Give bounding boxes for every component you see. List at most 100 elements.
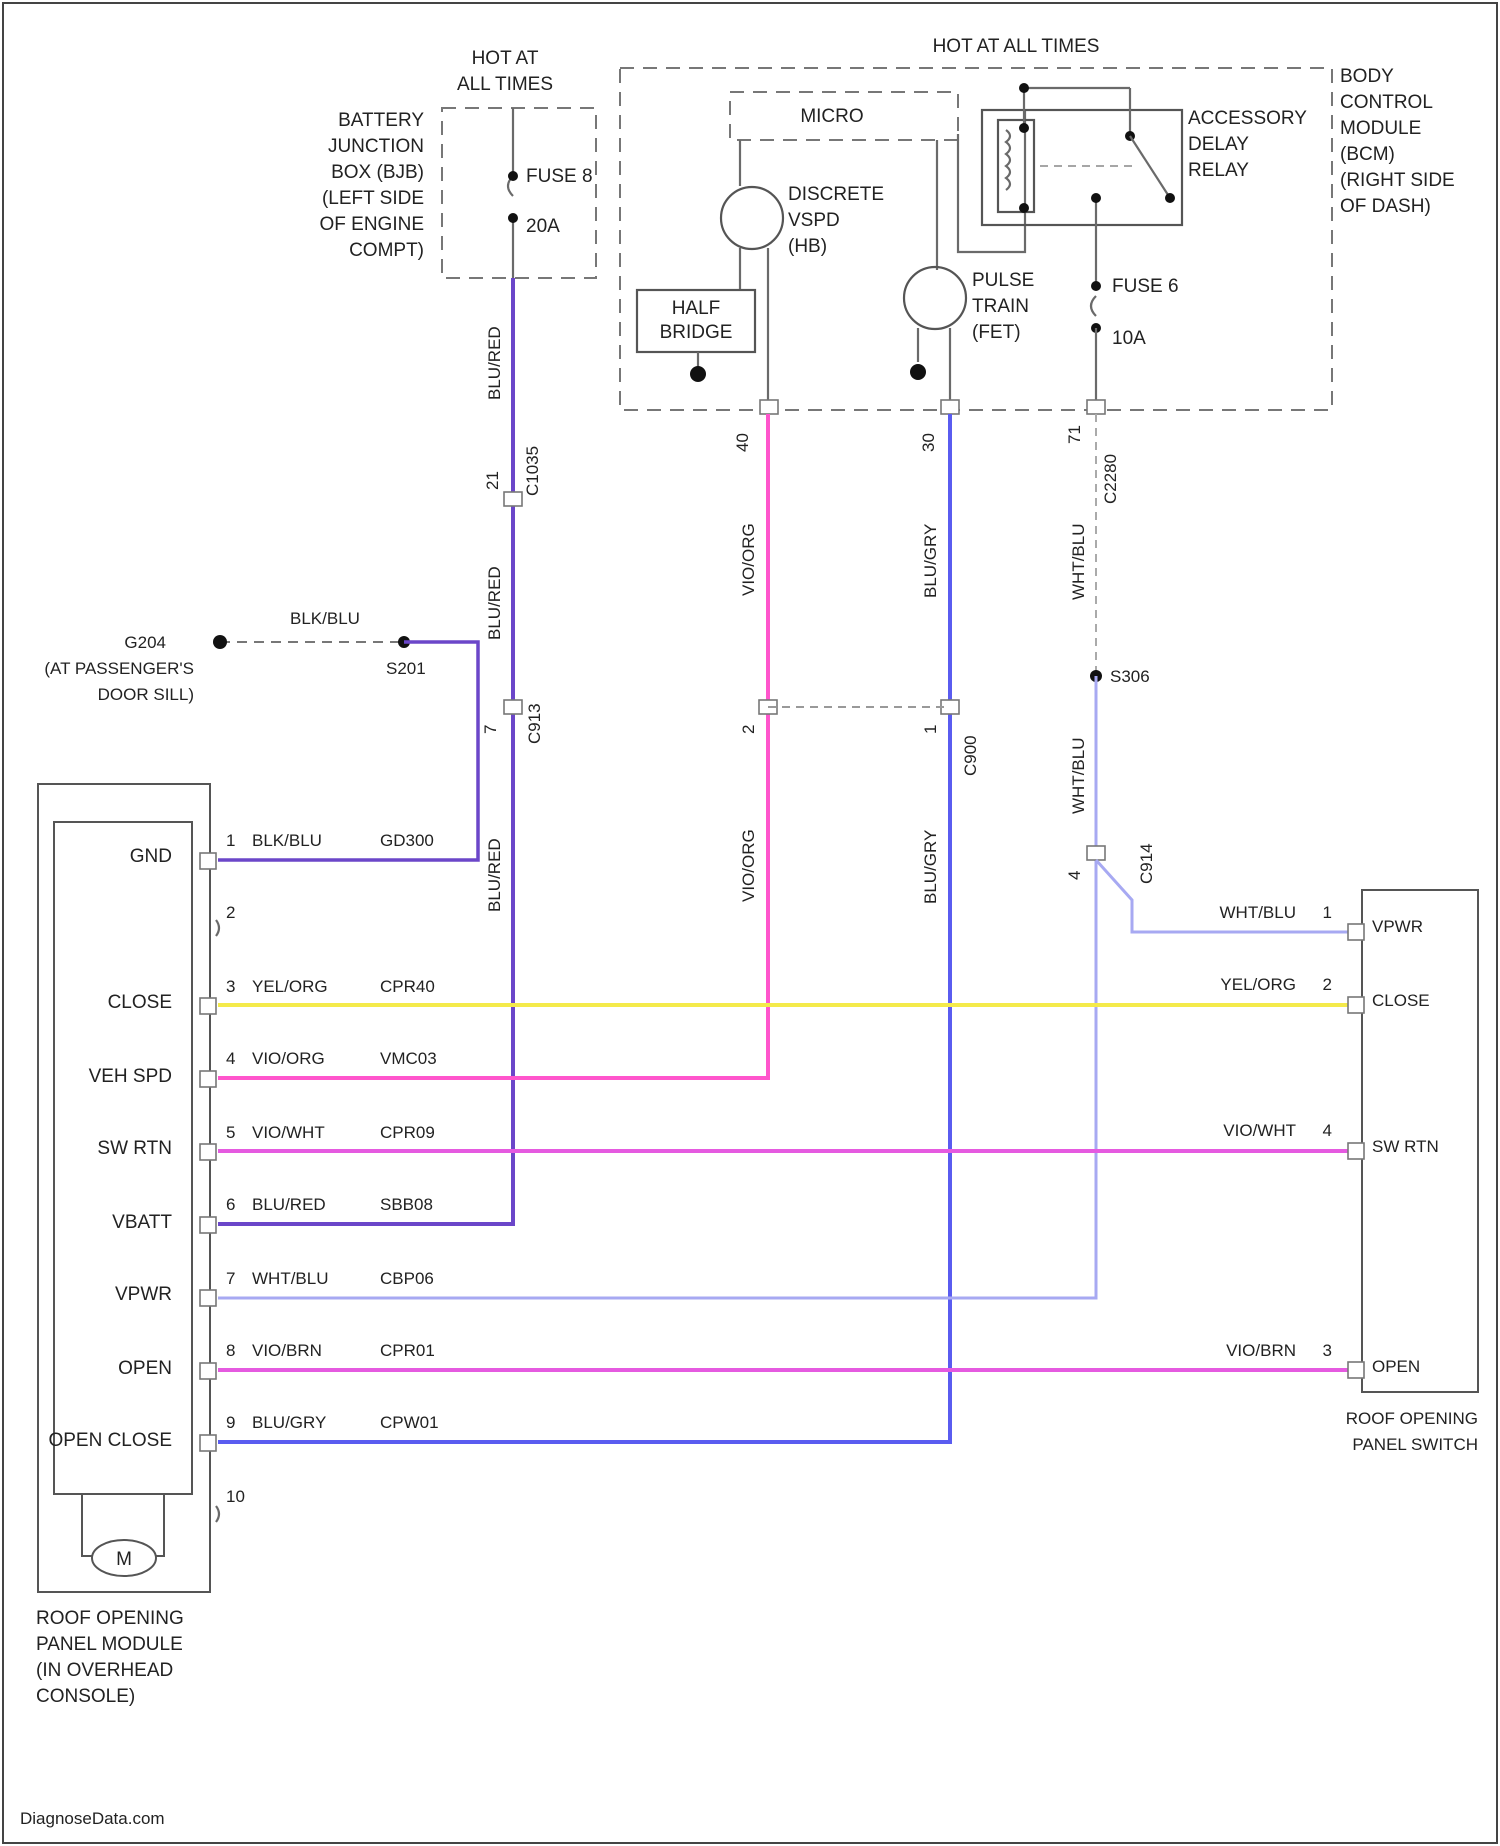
discrete-vspd-transistor-icon xyxy=(721,187,783,249)
switch-pin-sw-rtn: SW RTN xyxy=(1372,1137,1439,1156)
switch-pin-wire: YEL/ORG xyxy=(1220,975,1296,994)
pin-name-vbatt: VBATT xyxy=(112,1212,172,1233)
switch-pin-wire: WHT/BLU xyxy=(1220,903,1297,922)
pin-wire: WHT/BLU xyxy=(252,1269,329,1288)
pin-circuit: SBB08 xyxy=(380,1195,433,1214)
pin-2-label: 2 xyxy=(739,725,758,734)
relay-coil-icon xyxy=(998,120,1034,212)
pin-num: 2 xyxy=(226,903,235,922)
wire-label-wht-blu: WHT/BLU xyxy=(1069,738,1088,815)
ground-icon xyxy=(690,366,706,382)
ground-g204-label: G204 xyxy=(124,633,166,652)
connector-c914: C914 xyxy=(1137,843,1156,884)
discrete-label-line: (HB) xyxy=(788,236,827,257)
pin-wire: VIO/BRN xyxy=(252,1341,322,1360)
hot-at-all-times-label-2: ALL TIMES xyxy=(457,74,553,95)
bcm-label-line: (RIGHT SIDE xyxy=(1340,170,1455,191)
roof-opening-panel-module: M ROOF OPENING PANEL MODULE (IN OVERHEAD… xyxy=(36,784,439,1707)
module-name-line: CONSOLE) xyxy=(36,1686,135,1707)
bcm-label-line: OF DASH) xyxy=(1340,196,1431,217)
switch-pin-vpwr: VPWR xyxy=(1372,917,1423,936)
splice-s201-label: S201 xyxy=(386,659,426,678)
pin-num: 9 xyxy=(226,1413,235,1432)
half-bridge-label: BRIDGE xyxy=(660,322,733,343)
battery-junction-box: HOT AT ALL TIMES BATTERY JUNCTION BOX (B… xyxy=(319,48,596,278)
pin-circuit: CPR01 xyxy=(380,1341,435,1360)
pin-wire: BLK/BLU xyxy=(252,831,322,850)
switch-pin-num: 3 xyxy=(1323,1341,1332,1360)
half-bridge-label: HALF xyxy=(672,298,721,319)
hot-at-all-times-label-1: HOT AT xyxy=(472,48,539,69)
wire-label-blu-gry: BLU/GRY xyxy=(921,830,940,904)
fuse-8-label: FUSE 8 xyxy=(526,166,593,187)
pin-num: 1 xyxy=(226,831,235,850)
pulse-train-label-line: (FET) xyxy=(972,322,1021,343)
connector-c2280: C2280 xyxy=(1101,454,1120,504)
pin-name-gnd: GND xyxy=(130,846,172,867)
pin-name-close: CLOSE xyxy=(108,992,172,1013)
wire-label-blk-blu: BLK/BLU xyxy=(290,609,360,628)
switch-pin-close: CLOSE xyxy=(1372,991,1430,1010)
pin-circuit: CPR40 xyxy=(380,977,435,996)
switch-pin-wire: VIO/BRN xyxy=(1226,1341,1296,1360)
switch-pin-open: OPEN xyxy=(1372,1357,1420,1376)
switch-pin-num: 2 xyxy=(1323,975,1332,994)
bjb-label-line: (LEFT SIDE xyxy=(322,188,424,209)
pulse-train-transistor-icon xyxy=(904,267,966,329)
pin-num: 4 xyxy=(226,1049,235,1068)
pin-wire: VIO/WHT xyxy=(252,1123,325,1142)
pin-num: 7 xyxy=(226,1269,235,1288)
pin-circuit: CPR09 xyxy=(380,1123,435,1142)
ground-location-label: DOOR SILL) xyxy=(98,685,194,704)
bcm-connector-pins xyxy=(760,400,1105,414)
pin-circuit: CBP06 xyxy=(380,1269,434,1288)
pin-circuit: GD300 xyxy=(380,831,434,850)
pin-num: 6 xyxy=(226,1195,235,1214)
wire-blk-blu xyxy=(218,642,478,860)
pin-7-label: 7 xyxy=(481,725,500,734)
splice-s306-label: S306 xyxy=(1110,667,1150,686)
bcm-label-line: BODY xyxy=(1340,66,1394,87)
wire-blu-red xyxy=(218,278,513,1224)
ground-icon xyxy=(910,364,926,380)
footer-watermark: DiagnoseData.com xyxy=(20,1809,165,1828)
fuse-symbol xyxy=(1091,296,1096,316)
wire-label-wht-blu: WHT/BLU xyxy=(1069,524,1088,601)
bcm-label-line: MODULE xyxy=(1340,118,1421,139)
pin-name-open: OPEN xyxy=(118,1358,172,1379)
pin-wire: VIO/ORG xyxy=(252,1049,325,1068)
bcm-pin-40: 40 xyxy=(733,433,752,452)
wire-label-vio-org: VIO/ORG xyxy=(739,829,758,902)
module-name-line: ROOF OPENING xyxy=(36,1608,184,1629)
pin-name-open-close: OPEN CLOSE xyxy=(48,1430,172,1451)
module-name-line: (IN OVERHEAD xyxy=(36,1660,173,1681)
bcm-pin-30: 30 xyxy=(919,433,938,452)
switch-pin-wire: VIO/WHT xyxy=(1223,1121,1296,1140)
wire-label-vio-org: VIO/ORG xyxy=(739,523,758,596)
ground-g204-icon xyxy=(213,635,227,649)
fuse-6-rating: 10A xyxy=(1112,328,1146,349)
diagram-border xyxy=(3,3,1497,1843)
wire-label-blu-red: BLU/RED xyxy=(485,326,504,400)
relay-label-line: ACCESSORY xyxy=(1188,108,1307,129)
micro-label: MICRO xyxy=(800,106,863,127)
ground-location-label: (AT PASSENGER'S xyxy=(44,659,194,678)
pin-wire: BLU/GRY xyxy=(252,1413,326,1432)
pulse-train-label-line: PULSE xyxy=(972,270,1034,291)
switch-name-line: PANEL SWITCH xyxy=(1352,1435,1478,1454)
relay-switch-icon xyxy=(1130,136,1170,198)
body-control-module: HOT AT ALL TIMES BODY CONTROL MODULE (BC… xyxy=(620,36,1455,414)
pin-name-vpwr: VPWR xyxy=(115,1284,172,1305)
fuse-8-rating: 20A xyxy=(526,216,560,237)
pin-circuit: VMC03 xyxy=(380,1049,437,1068)
discrete-label-line: DISCRETE xyxy=(788,184,884,205)
bjb-label-line: COMPT) xyxy=(349,240,424,261)
wire-label-blu-gry: BLU/GRY xyxy=(921,524,940,598)
pin-circuit: CPW01 xyxy=(380,1413,439,1432)
pin-num: 3 xyxy=(226,977,235,996)
pin-1-label: 1 xyxy=(921,725,940,734)
pin-name-veh-spd: VEH SPD xyxy=(89,1066,172,1087)
module-name-line: PANEL MODULE xyxy=(36,1634,183,1655)
pin-wire: YEL/ORG xyxy=(252,977,328,996)
